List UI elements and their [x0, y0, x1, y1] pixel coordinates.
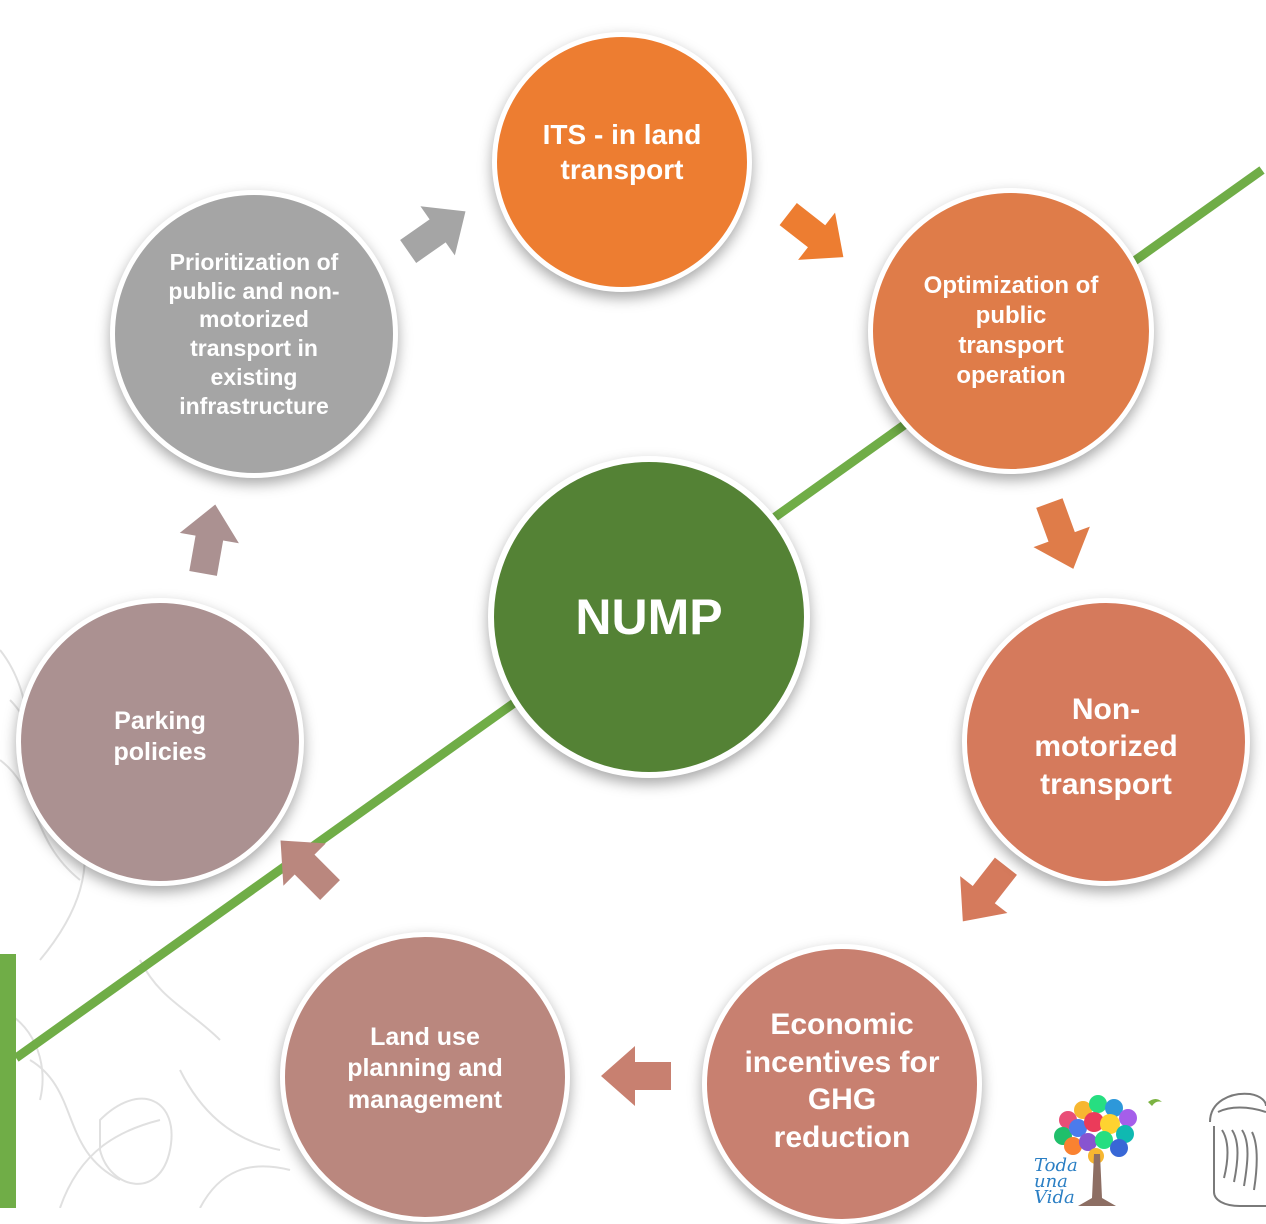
- node-economic-incentives: Economic incentives for GHG reduction: [702, 944, 982, 1224]
- bird-icon: [1148, 1099, 1162, 1106]
- node-non-motorized-transport: Non-motorized transport: [962, 598, 1250, 886]
- tree-canopy: [1054, 1095, 1137, 1164]
- toda-una-vida-tree-logo: [1054, 1095, 1162, 1206]
- tree-logo-text: Toda una Vida: [1034, 1155, 1078, 1208]
- node-label: Prioritization of public and non-motoriz…: [168, 248, 340, 419]
- node-label: Optimization of public transport operati…: [923, 272, 1099, 389]
- node-land-use-planning: Land use planning and management: [280, 932, 570, 1222]
- national-seal-icon: [1209, 1092, 1266, 1207]
- node-label: ITS - in land transport: [542, 119, 702, 185]
- node-public-transport-optimization: Optimization of public transport operati…: [868, 188, 1154, 474]
- node-prioritization: Prioritization of public and non-motoriz…: [110, 190, 398, 478]
- tree-trunk: [1078, 1154, 1116, 1206]
- node-label: Land use planning and management: [347, 1023, 503, 1114]
- node-its-land-transport: ITS - in land transport: [492, 32, 752, 292]
- center-node-nump: NUMP: [488, 456, 810, 778]
- node-label: Non-motorized transport: [1034, 692, 1178, 801]
- center-label: NUMP: [575, 588, 723, 645]
- green-vertical-bar: [0, 954, 16, 1208]
- node-label: Parking policies: [113, 706, 207, 766]
- node-parking-policies: Parking policies: [16, 598, 304, 886]
- node-label: Economic incentives for GHG reduction: [744, 1008, 940, 1154]
